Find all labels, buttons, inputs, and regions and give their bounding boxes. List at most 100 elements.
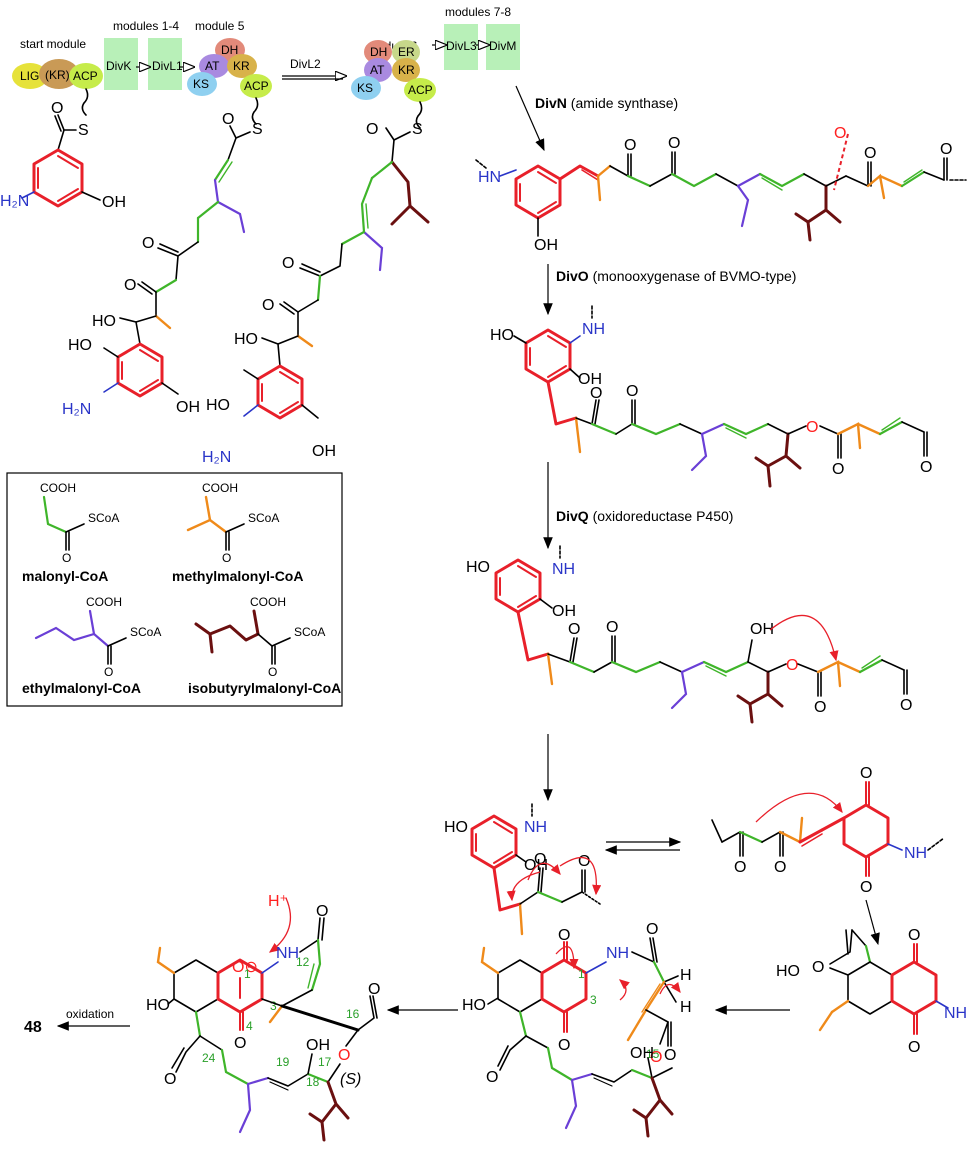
methylmalonyl-cooh: COOH <box>202 481 238 495</box>
m6-ketone2-o: O <box>262 297 274 314</box>
divq-description: (oxidoreductase P450) <box>593 508 734 524</box>
m5-ketone2-o: O <box>124 277 136 294</box>
divq-nh: NH <box>552 561 575 578</box>
divk-label: DivK <box>106 59 131 73</box>
macro-ester-carbonyl-o: O <box>664 1047 676 1064</box>
int-left-ring-oh: OH <box>524 857 548 874</box>
divo-description: (monooxygenase of BVMO-type) <box>593 268 797 284</box>
divl3-label: DivL3 <box>446 39 477 53</box>
m6-ring-oh: OH <box>312 443 336 460</box>
m6-aromatic-ring <box>256 364 304 420</box>
product-num-12: 12 <box>296 955 310 969</box>
start-carbonyl-o: O <box>51 100 63 117</box>
product-num-3: 3 <box>270 999 277 1013</box>
product-ester-carbonyl-o: O <box>368 981 380 998</box>
m6-thioester-s: S <box>412 121 423 138</box>
isobutyrylmalonyl-o: O <box>268 665 277 679</box>
isobutyrylmalonyl-scoa: SCoA <box>294 625 325 639</box>
divn-aromatic-ring <box>514 164 562 220</box>
product-oh: OH <box>306 1037 330 1054</box>
macro-num-15: 15 <box>646 1047 660 1061</box>
int-right-quinone-o-top: O <box>860 765 872 782</box>
divn-arrow <box>515 85 545 152</box>
product-num-16: 16 <box>346 1007 360 1021</box>
int-left-ho: HO <box>444 819 468 836</box>
divq-terminal-o: O <box>900 697 912 714</box>
divn-ketone2-o: O <box>668 135 680 152</box>
macrocycle-intermediate: HO O O 1 3 NH O H H 15 O O O <box>462 921 692 1138</box>
divo-aromatic-ring <box>524 328 572 384</box>
divo-carbonyl-o: O <box>832 461 844 478</box>
divq-step: DivQ (oxidoreductase P450) HO NH OH O O … <box>466 462 912 724</box>
methylmalonyl-scoa: SCoA <box>248 511 279 525</box>
oxidation-step: oxidation 48 <box>24 1007 130 1036</box>
macro-aromatic-ring <box>497 959 543 1013</box>
m5-acp-label: ACP <box>244 79 269 93</box>
divn-enzyme: DivN <box>535 95 567 111</box>
naphthoquinone-intermediate: O O O HO NH <box>776 927 967 1056</box>
macro-ester-o: O <box>650 1049 662 1066</box>
divq-ho: HO <box>466 559 490 576</box>
macro-oh: OH <box>630 1045 654 1062</box>
macro-h1: H <box>680 967 692 984</box>
product-ketone-o: O <box>164 1071 176 1088</box>
divn-description: (amide synthase) <box>571 95 678 111</box>
divn-hn: HN <box>478 169 501 186</box>
pks-module-row: start module modules 1-4 module 5 module… <box>12 5 520 102</box>
m6-h2n: H₂N <box>202 449 231 466</box>
divq-oh: OH <box>750 621 774 638</box>
nq-aromatic-ring <box>847 961 893 1015</box>
macro-amide-o: O <box>646 921 658 938</box>
divq-aromatic-ring <box>494 558 542 614</box>
divn-ketone1-o: O <box>624 137 636 154</box>
product-num-1: 1 <box>244 967 251 981</box>
m6-ks-domain <box>351 76 381 100</box>
int-left-aromatic-ring <box>470 814 518 870</box>
module-5-label: module 5 <box>195 19 245 33</box>
m5-h2n: H₂N <box>62 401 91 418</box>
nq-nh: NH <box>944 1005 967 1022</box>
kr-paren-domain <box>39 59 79 89</box>
product-ester-o: O <box>338 1047 350 1064</box>
product-aromatic-ring <box>173 959 219 1013</box>
m5-at-domain <box>199 54 229 78</box>
product-num-24: 24 <box>202 1051 216 1065</box>
start-h2n: H₂N <box>0 193 29 210</box>
ethylmalonyl-cooh: COOH <box>86 595 122 609</box>
macro-num-1: 1 <box>578 967 585 981</box>
int-right-nh: NH <box>904 845 927 862</box>
m6-carbonyl-o: O <box>366 121 378 138</box>
lig-label: LIG <box>20 69 39 83</box>
malonyl-scoa: SCoA <box>88 511 119 525</box>
divl1-box <box>148 38 182 90</box>
m6-kr-domain <box>392 58 420 82</box>
m5-at-label: AT <box>205 59 220 73</box>
methylmalonyl-o: O <box>222 551 231 565</box>
m5-thioester-s: S <box>252 121 263 138</box>
product-num-19: 19 <box>276 1055 290 1069</box>
product-num-18: 18 <box>306 1075 320 1089</box>
macro-num-3: 3 <box>590 993 597 1007</box>
int-right-ketone2-o: O <box>774 859 786 876</box>
product-structure: H⁺ O⊖ O 1 3 4 HO NH O 12 O 16 O 24 O <box>146 893 380 1142</box>
ethylmalonyl-scoa: SCoA <box>130 625 161 639</box>
m5-acp-domain <box>240 74 272 98</box>
module6-intermediate: S O O O HO HO H₂N OH <box>202 101 430 466</box>
m6-er-domain <box>392 40 420 64</box>
compound-48-label: 48 <box>24 1019 42 1036</box>
m5-ring-oh: OH <box>176 399 200 416</box>
kr-paren-label: (KR) <box>45 68 70 82</box>
cyclization-intermediate-right: O O O O NH <box>711 765 945 896</box>
m6-dh-domain <box>364 40 392 64</box>
product-amide-o: O <box>316 903 328 920</box>
divo-enzyme: DivO <box>556 268 589 284</box>
tautomerization-arrow <box>865 899 880 946</box>
macro-h2: H <box>680 999 692 1016</box>
ethylmalonyl-o: O <box>104 665 113 679</box>
divn-ring-oh: OH <box>534 237 558 254</box>
divq-ester-o: O <box>786 657 798 674</box>
isobutyrylmalonyl-coa-label: isobutyrylmalonyl-CoA <box>188 680 341 696</box>
m6-ring-ho: HO <box>206 397 230 414</box>
divo-terminal-o: O <box>920 459 932 476</box>
